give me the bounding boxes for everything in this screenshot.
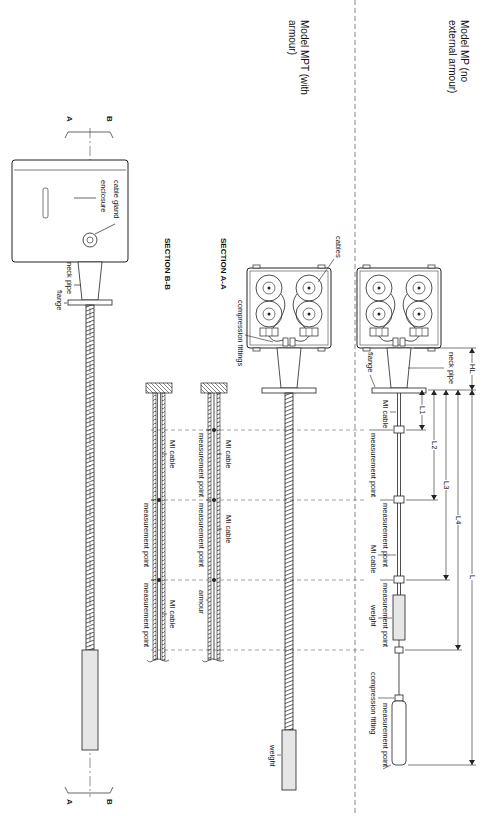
mp-probe xyxy=(357,265,441,765)
part-label: MI cable xyxy=(167,440,176,468)
side-view xyxy=(12,128,128,797)
part-label: cables xyxy=(333,236,342,258)
part-label: compression fitting xyxy=(368,672,377,735)
part-label: MI cable xyxy=(223,515,232,543)
divider-line xyxy=(355,0,356,816)
part-label: weight xyxy=(368,605,377,627)
part-label: MI cable xyxy=(223,440,232,468)
dimension-lines xyxy=(405,348,476,765)
part-label: MI cable xyxy=(368,545,377,573)
model-title: Model MP (no external armour) xyxy=(447,20,470,120)
section-mark: A xyxy=(65,116,74,122)
section-mark: B xyxy=(105,116,114,122)
part-label: measurement point xyxy=(368,433,377,497)
dimension-label: L4 xyxy=(454,515,463,525)
part-label: measurement point xyxy=(196,503,205,567)
part-label: measurement point xyxy=(141,583,150,647)
part-label: flange xyxy=(365,352,374,372)
part-label: measurement point xyxy=(196,433,205,497)
leader-lines xyxy=(369,368,444,769)
dimension-label: HL xyxy=(468,363,477,375)
part-label: neck pipe xyxy=(64,262,73,294)
part-label: weight xyxy=(267,745,276,767)
part-label: measurement point xyxy=(380,503,389,567)
part-label: enclosure xyxy=(98,180,107,213)
section-title: SECTION B-B xyxy=(163,238,172,290)
projection-lines xyxy=(151,430,364,650)
part-label: measurement point xyxy=(380,583,389,647)
model-title: Model MPT (with armour) xyxy=(287,20,310,120)
section-mark: B xyxy=(105,799,114,805)
part-label: cable gland xyxy=(111,180,120,218)
part-label: MI cable xyxy=(167,600,176,628)
dimension-label: L xyxy=(468,574,477,580)
part-label: armour xyxy=(196,590,205,614)
part-label: MI cable xyxy=(380,400,389,428)
part-label: measurement point xyxy=(141,503,150,567)
dimension-label: L1 xyxy=(418,405,427,415)
dimension-label: L2 xyxy=(430,440,439,450)
part-label: measurement point xyxy=(380,703,389,767)
section-title: SECTION A-A xyxy=(219,238,228,290)
part-label: flange xyxy=(54,290,63,310)
mpt-probe xyxy=(245,259,334,790)
part-label: compression fittings xyxy=(235,300,244,366)
dimension-label: L3 xyxy=(442,480,451,490)
part-label: neck pipe xyxy=(446,352,455,384)
section-mark: A xyxy=(65,799,74,805)
